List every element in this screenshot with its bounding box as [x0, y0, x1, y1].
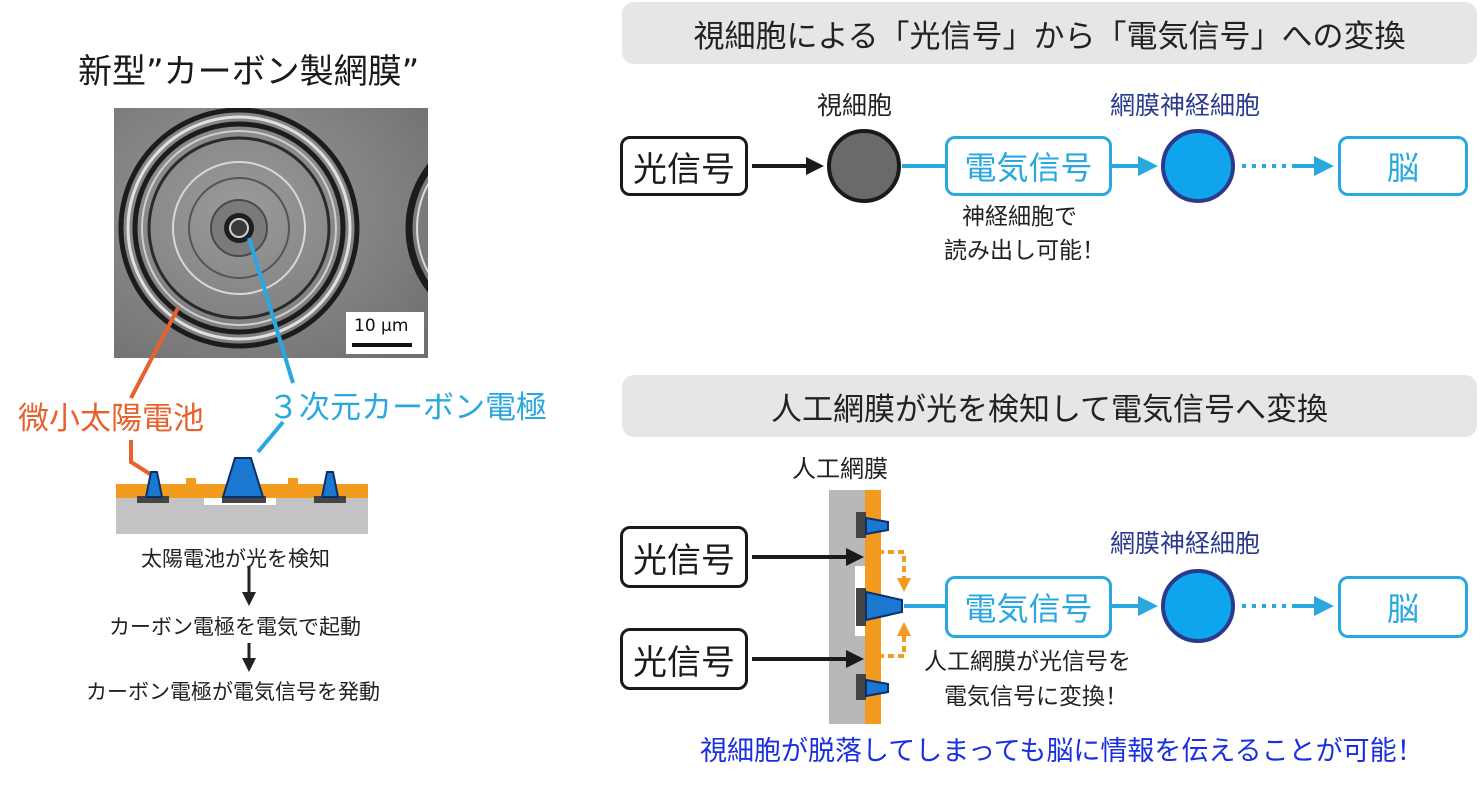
- top-neuron-cell: [1161, 129, 1235, 203]
- artificial-retina-label: 人工網膜: [792, 455, 888, 483]
- left-title: 新型”カーボン製網膜”: [78, 52, 420, 92]
- top-neuron-label: 網膜神経細胞: [1110, 91, 1261, 120]
- bottom-light-signal-box-2: 光信号: [620, 628, 748, 690]
- top-banner: 視細胞による「光信号」から「電気信号」への変換: [622, 2, 1477, 64]
- step-1-text: 太陽電池が光を検知: [141, 547, 330, 571]
- step-2-text: カーボン電極を電気で起動: [109, 615, 361, 639]
- photoreceptor-label: 視細胞: [817, 91, 893, 120]
- micro-solar-cell-label: 微小太陽電池: [18, 401, 204, 437]
- top-note-line-2: 読み出し可能！: [944, 238, 1105, 264]
- scale-bar-label: 10 μm: [354, 316, 409, 336]
- top-brain-box: 脳: [1338, 136, 1468, 196]
- bottom-brain-box: 脳: [1338, 576, 1468, 638]
- bottom-light-signal-box-1: 光信号: [620, 526, 748, 588]
- top-note-line-1: 神経細胞で: [962, 204, 1077, 230]
- top-light-signal-box: 光信号: [620, 136, 748, 196]
- bottom-note-line-2: 電気信号に変換！: [944, 684, 1128, 710]
- photoreceptor-cell: [827, 129, 901, 203]
- top-electric-signal-box: 電気信号: [945, 136, 1112, 196]
- bottom-neuron-cell: [1161, 569, 1235, 643]
- bottom-banner: 人工網膜が光を検知して電気信号へ変換: [622, 375, 1477, 437]
- carbon-electrode-label: ３次元カーボン電極: [268, 390, 547, 426]
- bottom-neuron-label: 網膜神経細胞: [1110, 529, 1261, 558]
- bottom-electric-signal-box: 電気信号: [945, 576, 1112, 638]
- step-3-text: カーボン電極が電気信号を発動: [86, 680, 380, 704]
- micrograph-image: 10 μm: [114, 108, 428, 358]
- bottom-note-line-1: 人工網膜が光信号を: [924, 649, 1131, 675]
- conclusion-text: 視細胞が脱落してしまっても脳に情報を伝えることが可能！: [700, 736, 1424, 767]
